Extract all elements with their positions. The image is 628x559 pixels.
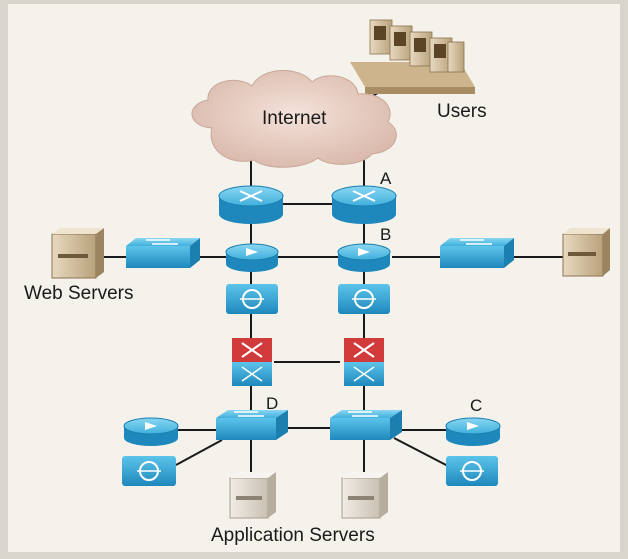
firewall-module-right-icon [338,284,390,314]
firewall-module-bottom-right-icon [446,456,498,486]
point-a-label: A [380,169,392,188]
internet-cloud-icon [191,69,397,168]
switch-web-right-icon [440,238,514,268]
users-label: Users [437,101,487,122]
point-d-label: D [266,394,279,413]
link-switch-fw-right [393,437,449,467]
router-right-icon [331,185,397,224]
point-b-label: B [380,225,392,244]
load-balancer-right-icon [337,243,391,272]
link-fw-switch-left [175,439,223,466]
web-server-left-icon [51,228,104,279]
web-server-right-icon [562,228,610,277]
switch-app-right-icon [330,410,402,440]
firewall-module-bottom-left-icon [122,456,176,486]
core-switch-left-icon [232,338,272,386]
load-balancer-left-icon [225,243,279,272]
load-balancer-c-icon [445,417,501,446]
web-servers-label: Web Servers [24,283,134,304]
switch-web-left-icon [126,238,200,268]
users-workstations-icon [350,19,475,94]
load-balancer-bottom-left-icon [123,417,179,446]
point-c-label: C [470,396,483,415]
app-server-left-icon [229,472,276,519]
switch-app-left-icon [216,410,288,440]
firewall-module-left-icon [226,284,278,314]
core-switch-right-icon [344,338,384,386]
router-left-icon [218,185,284,224]
app-server-right-icon [341,472,388,519]
internet-label: Internet [262,108,327,129]
application-servers-label: Application Servers [211,525,375,546]
